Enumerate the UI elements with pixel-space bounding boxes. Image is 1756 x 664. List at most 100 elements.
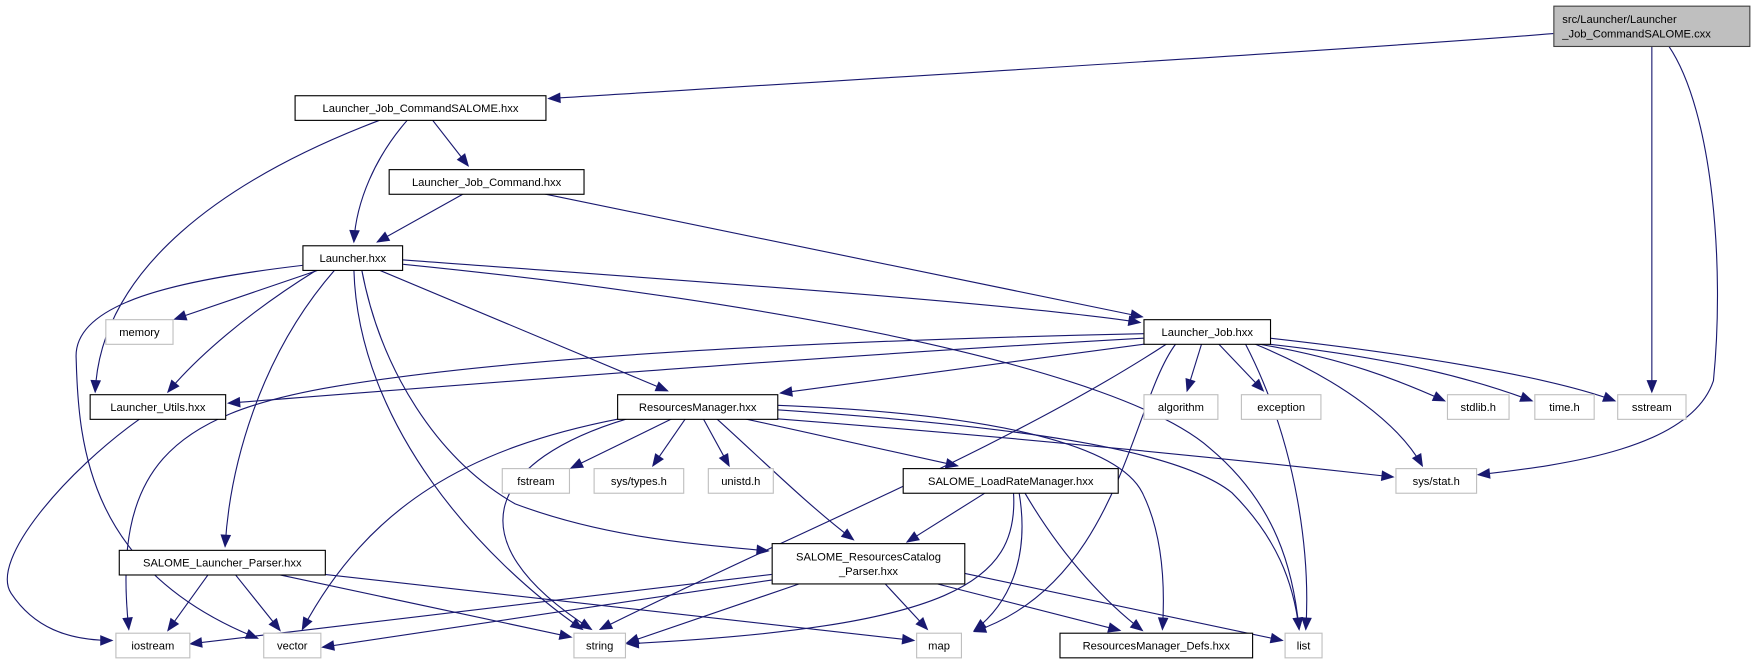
arrowhead-icon bbox=[915, 617, 929, 631]
arrowhead-icon bbox=[1157, 617, 1169, 631]
node-ljc-hxx[interactable]: Launcher_Job_Command.hxx bbox=[388, 169, 585, 195]
node-label: algorithm bbox=[1158, 402, 1204, 414]
arrowhead-icon bbox=[100, 635, 114, 646]
edge-line bbox=[502, 418, 628, 630]
edge-catalog-parser-hxx-to-resources-manager-defs-hxx bbox=[934, 582, 1122, 633]
node-launcher-job-hxx[interactable]: Launcher_Job.hxx bbox=[1143, 319, 1272, 345]
node-label: Launcher_Job.hxx bbox=[1162, 327, 1254, 339]
node-label: unistd.h bbox=[721, 476, 760, 488]
node-launcher-utils-hxx[interactable]: Launcher_Utils.hxx bbox=[89, 394, 227, 420]
arrowhead-icon bbox=[1431, 391, 1447, 402]
edge-launcher-job-hxx-to-resources-manager-hxx bbox=[779, 343, 1147, 397]
edge-launcher-parser-hxx-to-vector bbox=[234, 574, 281, 632]
arrowhead-icon bbox=[1251, 378, 1265, 392]
edge-launcher-job-hxx-to-algorithm bbox=[1185, 343, 1203, 393]
edge-line bbox=[228, 337, 1144, 404]
node-box bbox=[1059, 632, 1254, 659]
edge-root-to-sstream bbox=[1646, 45, 1658, 394]
edge-line bbox=[543, 193, 1143, 318]
node-label: Launcher.hxx bbox=[319, 253, 386, 265]
edge-launcher-hxx-to-resources-manager-hxx bbox=[378, 269, 669, 392]
edge-line bbox=[627, 492, 1015, 645]
arrowhead-icon bbox=[376, 231, 391, 243]
node-label: sys/stat.h bbox=[1413, 476, 1460, 488]
edge-ljc-hxx-to-launcher-job-hxx bbox=[543, 193, 1144, 320]
edge-line bbox=[377, 193, 464, 243]
edge-resources-manager-hxx-to-catalog-parser-hxx bbox=[716, 418, 855, 541]
edge-launcher-job-hxx-to-list bbox=[1244, 343, 1312, 631]
node-label: string bbox=[586, 640, 613, 652]
node-box bbox=[263, 632, 322, 659]
edge-launcher-job-hxx-to-iostream bbox=[122, 333, 1144, 631]
node-resources-manager-defs-hxx[interactable]: ResourcesManager_Defs.hxx bbox=[1059, 632, 1254, 659]
arrowhead-icon bbox=[652, 453, 664, 468]
node-vector: vector bbox=[263, 632, 322, 659]
arrowhead-icon bbox=[188, 637, 203, 648]
edge-ljcs-hxx-to-launcher-utils-hxx bbox=[90, 119, 381, 394]
node-box bbox=[501, 468, 571, 494]
node-root[interactable]: src/Launcher/Launcher_Job_CommandSALOME.… bbox=[1553, 5, 1751, 48]
node-label: vector bbox=[277, 640, 308, 652]
edge-line bbox=[1024, 492, 1143, 631]
edge-launcher-parser-hxx-to-iostream bbox=[167, 574, 209, 632]
arrowhead-icon bbox=[905, 531, 920, 543]
node-memory: memory bbox=[105, 319, 174, 345]
node-iostream: iostream bbox=[115, 632, 191, 659]
edge-catalog-parser-hxx-to-map bbox=[884, 582, 929, 631]
node-time-h: time.h bbox=[1534, 394, 1595, 420]
arrowhead-icon bbox=[840, 528, 855, 541]
arrowhead-icon bbox=[349, 229, 360, 244]
node-label: sstream bbox=[1632, 402, 1672, 414]
edge-launcher-job-hxx-to-string bbox=[598, 343, 1168, 630]
node-sstream: sstream bbox=[1617, 394, 1687, 420]
node-label: SALOME_LoadRateManager.hxx bbox=[928, 476, 1094, 488]
edge-resources-manager-hxx-to-unistd-h bbox=[702, 418, 730, 468]
arrowhead-icon bbox=[1602, 391, 1617, 402]
node-box bbox=[1534, 394, 1595, 420]
node-box bbox=[1553, 5, 1751, 48]
edge-line bbox=[1478, 45, 1718, 476]
node-box bbox=[916, 632, 962, 659]
node-catalog-parser-hxx[interactable]: SALOME_ResourcesCatalog_Parser.hxx bbox=[771, 543, 966, 585]
edge-root-to-sys-stat-h bbox=[1476, 45, 1718, 479]
edge-launcher-job-hxx-to-sstream bbox=[1269, 337, 1617, 402]
edge-line bbox=[125, 333, 1144, 630]
arrowhead-icon bbox=[167, 379, 180, 394]
node-label: ResourcesManager_Defs.hxx bbox=[1083, 640, 1231, 652]
node-box bbox=[89, 394, 227, 420]
arrowhead-icon bbox=[901, 633, 916, 645]
node-sys-types-h: sys/types.h bbox=[593, 468, 685, 494]
edge-line bbox=[353, 269, 583, 630]
node-box bbox=[1395, 468, 1478, 494]
node-label: src/Launcher/Launcher bbox=[1562, 14, 1677, 26]
edge-line bbox=[1256, 343, 1445, 402]
arrowhead-icon bbox=[167, 617, 180, 632]
edge-launcher-hxx-to-catalog-parser-hxx bbox=[361, 269, 770, 556]
arrowhead-icon bbox=[779, 386, 793, 397]
node-launcher-hxx[interactable]: Launcher.hxx bbox=[302, 245, 404, 271]
node-label: list bbox=[1297, 640, 1312, 652]
arrowhead-icon bbox=[1185, 377, 1196, 393]
node-box bbox=[294, 95, 547, 121]
edge-load-rate-manager-hxx-to-catalog-parser-hxx bbox=[905, 492, 986, 543]
node-stdlib-h: stdlib.h bbox=[1446, 394, 1510, 420]
node-launcher-parser-hxx[interactable]: SALOME_Launcher_Parser.hxx bbox=[118, 549, 326, 576]
node-box bbox=[302, 245, 404, 271]
edge-line bbox=[403, 263, 1300, 630]
node-load-rate-manager-hxx[interactable]: SALOME_LoadRateManager.hxx bbox=[902, 468, 1119, 494]
edge-catalog-parser-hxx-to-vector bbox=[321, 579, 772, 651]
node-box bbox=[617, 394, 779, 420]
node-box bbox=[118, 549, 326, 576]
arrowhead-icon bbox=[1129, 619, 1144, 632]
edge-line bbox=[973, 492, 1023, 631]
arrowhead-icon bbox=[1301, 617, 1312, 631]
arrowhead-icon bbox=[547, 92, 561, 104]
node-ljcs-hxx[interactable]: Launcher_Job_CommandSALOME.hxx bbox=[294, 95, 547, 121]
node-label: SALOME_ResourcesCatalog bbox=[796, 551, 941, 563]
node-resources-manager-hxx[interactable]: ResourcesManager.hxx bbox=[617, 394, 779, 420]
edge-launcher-job-hxx-to-sys-stat-h bbox=[1254, 343, 1424, 468]
node-box bbox=[1284, 632, 1323, 659]
edge-catalog-parser-hxx-to-list bbox=[964, 572, 1284, 644]
edge-load-rate-manager-hxx-to-map bbox=[973, 492, 1023, 632]
